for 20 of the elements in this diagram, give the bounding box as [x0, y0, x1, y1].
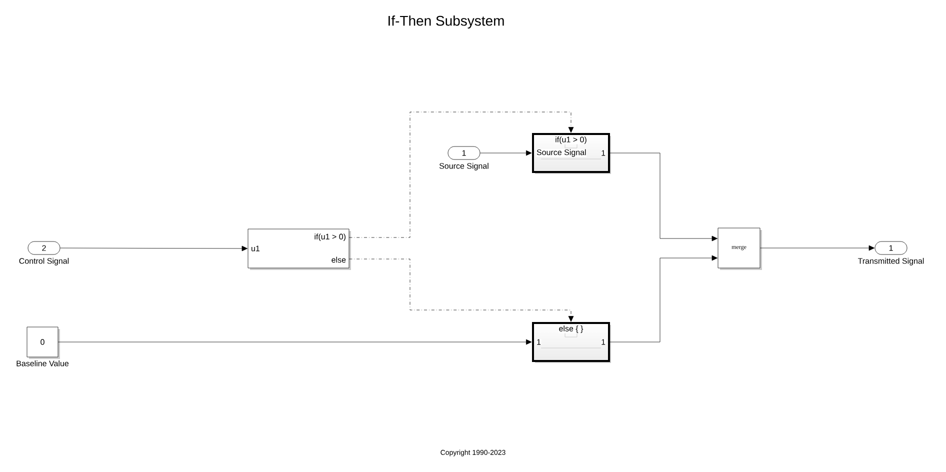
subsystem-block: else { } 1 1: [532, 322, 611, 363]
port-block: 2: [28, 241, 60, 255]
signal-line: [610, 152, 718, 242]
signal-line: [480, 150, 532, 156]
port-label: Control Signal: [19, 258, 69, 266]
title: If-Then Subsystem: [388, 15, 504, 29]
subsystem-block: if(u1 > 0) Source Signal 1: [532, 133, 611, 174]
signal-line: [58, 339, 532, 345]
port-block: 1: [874, 241, 908, 255]
signal-line: [349, 112, 574, 238]
port-label: Baseline Value: [16, 360, 69, 366]
port-label: Transmitted Signal: [858, 258, 924, 266]
port-label: Source Signal: [439, 162, 488, 170]
signal-line: [760, 245, 875, 251]
port-block: 1: [448, 146, 480, 160]
signal-line: [349, 258, 574, 322]
signal-line: [60, 246, 248, 252]
constant-block: 0: [26, 326, 60, 359]
signal-line: [610, 255, 718, 342]
if-block: u1 if(u1 > 0) else: [248, 228, 351, 270]
